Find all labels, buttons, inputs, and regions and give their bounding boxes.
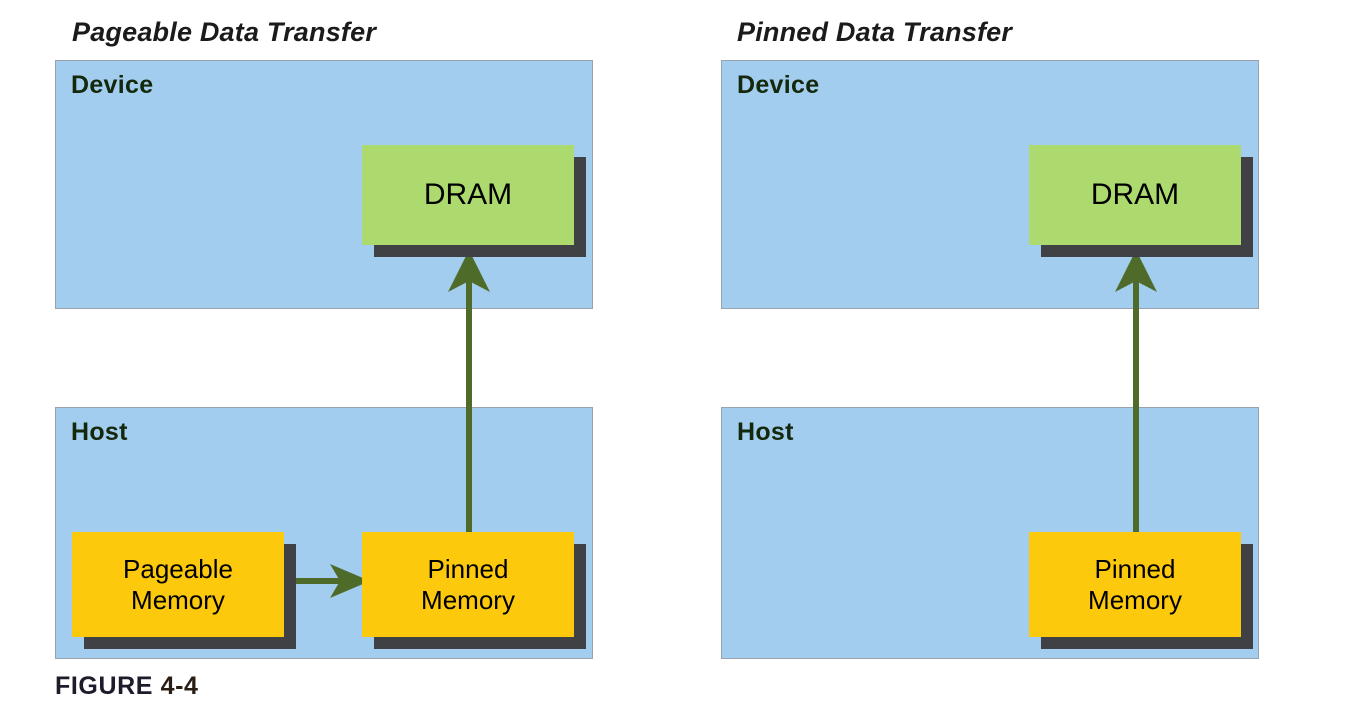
block-dram-pinned: DRAM bbox=[1029, 145, 1253, 257]
block-label-pinned-memory: Pinned Memory bbox=[421, 553, 515, 615]
block-label-dram: DRAM bbox=[1090, 178, 1180, 212]
figure-caption-number: 4-4 bbox=[160, 672, 199, 700]
block-face bbox=[1029, 145, 1241, 245]
diagram-title-pageable: Pageable Data Transfer bbox=[72, 17, 377, 47]
block-label-dram: DRAM bbox=[423, 178, 513, 212]
block-pinned-memory-pageable: Pinned Memory bbox=[362, 532, 586, 649]
figure-caption-word: FIGURE bbox=[55, 672, 154, 700]
block-label-pinned-memory: Pinned Memory bbox=[1088, 553, 1182, 615]
panel-label-host: Host bbox=[737, 418, 794, 446]
panel-label-device: Device bbox=[71, 71, 154, 99]
block-face bbox=[362, 532, 574, 637]
panel-label-device: Device bbox=[737, 71, 820, 99]
block-dram-pageable: DRAM bbox=[362, 145, 586, 257]
block-face bbox=[362, 145, 574, 245]
block-face bbox=[1029, 532, 1241, 637]
block-pinned-memory-pinned: Pinned Memory bbox=[1029, 532, 1253, 649]
block-label-pageable-memory: Pageable Memory bbox=[123, 553, 233, 615]
block-face bbox=[72, 532, 284, 637]
figure-caption: FIGURE 4-4 bbox=[55, 672, 199, 701]
panel-label-host: Host bbox=[71, 418, 128, 446]
block-pageable-memory: Pageable Memory bbox=[72, 532, 296, 649]
diagram-title-pinned: Pinned Data Transfer bbox=[737, 17, 1013, 47]
